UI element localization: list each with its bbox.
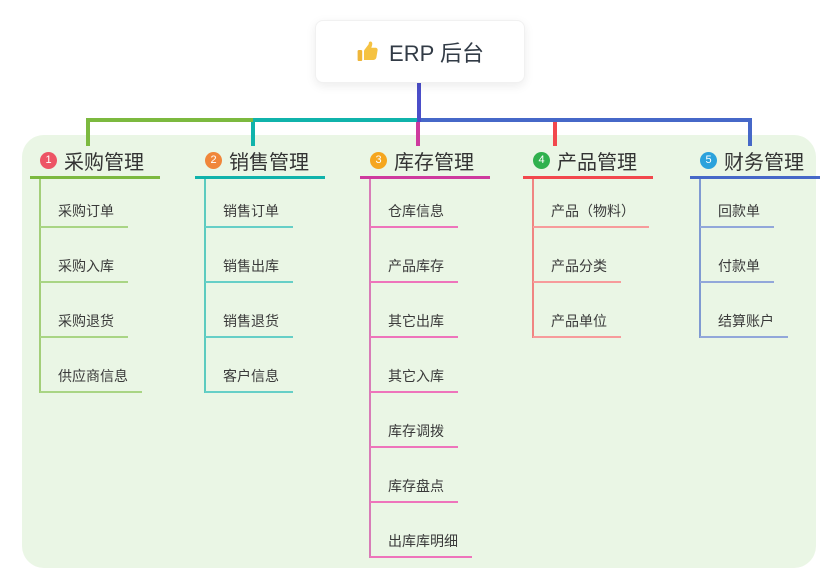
bus-segment-right [417,118,752,122]
child-item[interactable]: 库存盘点 [370,471,458,503]
branch-rail-purchase [39,179,41,393]
root-connector [417,81,421,122]
branch-label-text: 采购管理 [64,151,144,174]
branch-drop-inventory [416,120,420,146]
child-item[interactable]: 库存调拨 [370,416,458,448]
child-item[interactable]: 销售订单 [205,196,293,228]
child-item[interactable]: 采购入库 [40,251,128,283]
child-item[interactable]: 销售出库 [205,251,293,283]
branch-label-text: 产品管理 [557,151,637,174]
branch-number-badge: 5 [700,151,717,169]
child-item[interactable]: 产品分类 [533,251,621,283]
branch-label-purchase[interactable]: 1 采购管理 [30,144,160,179]
branch-number-badge: 4 [533,151,550,169]
child-item[interactable]: 产品库存 [370,251,458,283]
branch-rail-inventory [369,179,371,558]
branch-number-badge: 1 [40,151,57,169]
child-item[interactable]: 其它出库 [370,306,458,338]
child-item[interactable]: 客户信息 [205,361,293,393]
bus-segment-left [86,118,255,122]
branch-number-badge: 2 [205,151,222,169]
child-item[interactable]: 产品（物料） [533,196,649,228]
branches-panel [22,135,816,568]
child-item[interactable]: 采购退货 [40,306,128,338]
child-item[interactable]: 出库库明细 [370,526,472,558]
branch-label-finance[interactable]: 5 财务管理 [690,144,820,179]
branch-drop-finance [748,120,752,146]
branch-label-text: 库存管理 [394,151,474,174]
branch-label-product[interactable]: 4 产品管理 [523,144,653,179]
root-node[interactable]: ERP 后台 [315,20,525,83]
branch-number-badge: 3 [370,151,387,169]
root-label: ERP 后台 [389,40,484,66]
child-item[interactable]: 其它入库 [370,361,458,393]
branch-rail-sales [204,179,206,393]
child-item[interactable]: 采购订单 [40,196,128,228]
bus-segment-mid [253,118,419,122]
child-item[interactable]: 产品单位 [533,306,621,338]
branch-label-text: 销售管理 [229,151,309,174]
branch-rail-product [532,179,534,338]
child-item[interactable]: 付款单 [700,251,774,283]
thumbs-up-icon [356,40,380,64]
child-item[interactable]: 销售退货 [205,306,293,338]
branch-drop-purchase [86,120,90,146]
branch-drop-sales [251,120,255,146]
branch-label-inventory[interactable]: 3 库存管理 [360,144,490,179]
child-item[interactable]: 结算账户 [700,306,788,338]
branch-drop-product [553,120,557,146]
child-item[interactable]: 供应商信息 [40,361,142,393]
branch-rail-finance [699,179,701,338]
branch-label-sales[interactable]: 2 销售管理 [195,144,325,179]
child-item[interactable]: 回款单 [700,196,774,228]
branch-label-text: 财务管理 [724,151,804,174]
child-item[interactable]: 仓库信息 [370,196,458,228]
